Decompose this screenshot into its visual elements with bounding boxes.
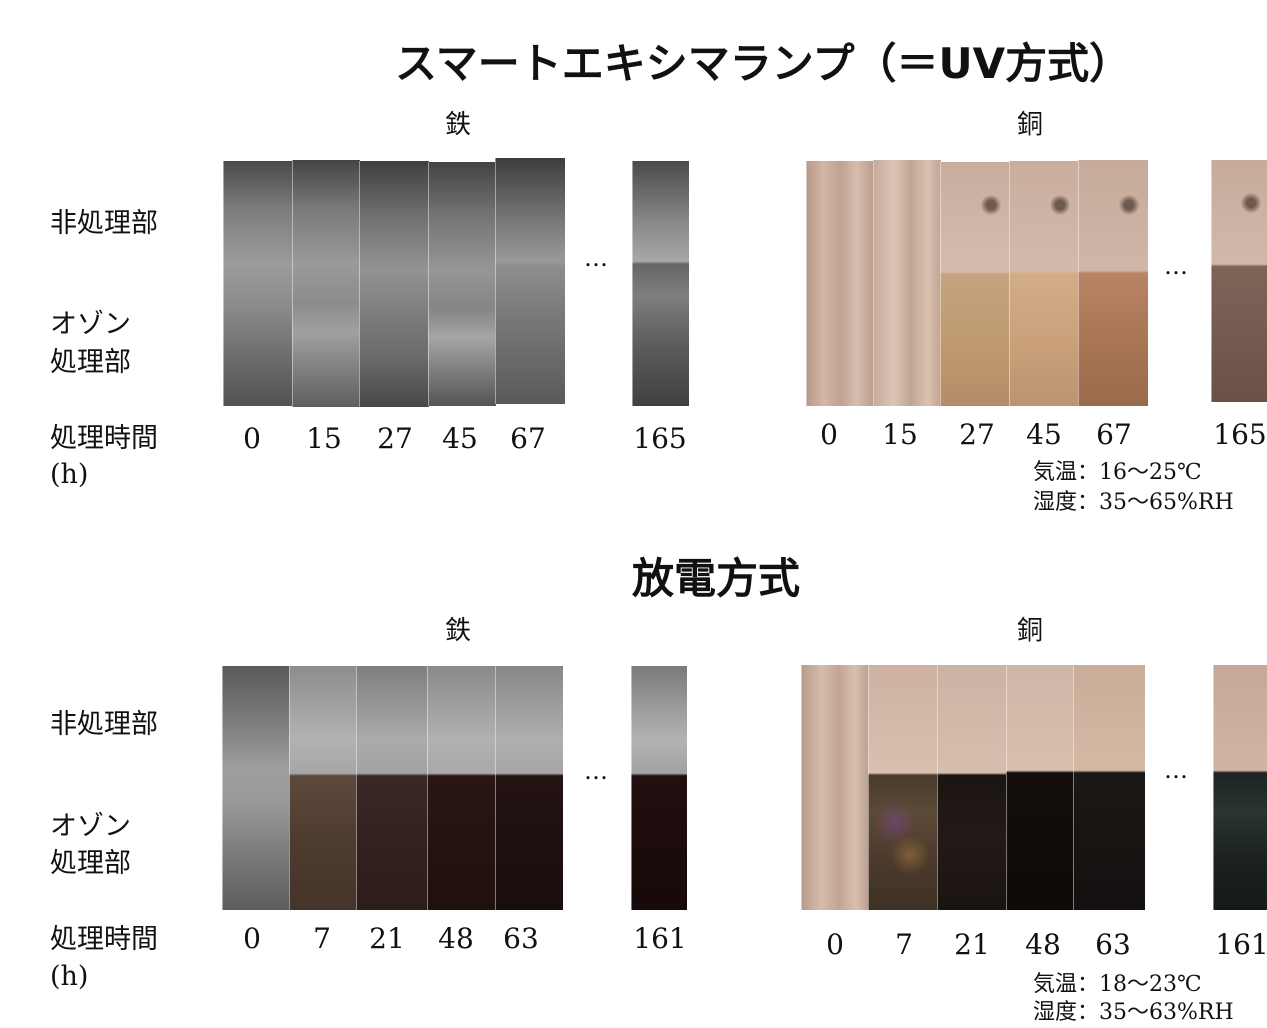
discharge-iron-strip-21h xyxy=(356,666,428,910)
uv-iron-strip-45h xyxy=(428,162,496,406)
discharge-copper-strip-0h xyxy=(801,665,869,910)
uv-copper-time-3: 45 xyxy=(1026,418,1062,451)
discharge-iron-time-1: 7 xyxy=(313,922,331,955)
discharge-iron-strip-0h xyxy=(222,666,290,910)
discharge-iron-time-3: 48 xyxy=(438,922,474,955)
discharge-copper-strip-48h xyxy=(1006,665,1074,910)
discharge-iron-time-5: 161 xyxy=(633,922,687,955)
uv-iron-time-5: 165 xyxy=(633,422,687,455)
uv-copper-strip-67h xyxy=(1078,160,1148,406)
discharge-copper-strip-63h xyxy=(1073,665,1145,910)
discharge-row-untreated-label: 非処理部 xyxy=(50,709,158,740)
discharge-row-ozone-label-line1: オゾン xyxy=(50,811,131,842)
discharge-iron-strip-63h xyxy=(495,666,563,910)
uv-iron-strip-15h xyxy=(292,160,360,407)
uv-section-title: スマートエキシマランプ（＝UV方式） xyxy=(395,39,1132,88)
discharge-iron-time-0: 0 xyxy=(243,922,261,955)
discharge-copper-time-0: 0 xyxy=(826,928,844,961)
discharge-copper-tint xyxy=(890,835,930,875)
discharge-iron-strip-48h xyxy=(427,666,496,910)
uv-row-ozone-label-line1: オゾン xyxy=(50,309,131,340)
discharge-humidity-note: 湿度：35～63%RH xyxy=(1033,1000,1234,1025)
uv-iron-strip-67h xyxy=(495,158,565,404)
uv-iron-time-3: 45 xyxy=(442,422,478,455)
discharge-time-label-line1: 処理時間 xyxy=(50,924,158,955)
discharge-iron-time-2: 21 xyxy=(369,922,405,955)
uv-iron-strip-27h xyxy=(359,161,429,407)
discharge-iron-ellipsis: … xyxy=(584,757,609,785)
discharge-iron-strip-7h xyxy=(289,666,357,910)
discharge-copper-time-4: 63 xyxy=(1095,928,1131,961)
uv-temperature-note: 気温：16～25℃ xyxy=(1033,460,1202,485)
discharge-iron-strip-161h xyxy=(631,666,687,910)
uv-copper-time-2: 27 xyxy=(959,418,995,451)
discharge-copper-time-5: 161 xyxy=(1215,928,1267,961)
uv-copper-mark xyxy=(1118,195,1140,215)
uv-iron-heading: 鉄 xyxy=(444,110,472,140)
uv-copper-time-5: 165 xyxy=(1213,418,1267,451)
discharge-copper-ellipsis: … xyxy=(1164,756,1189,784)
discharge-copper-time-3: 48 xyxy=(1025,928,1061,961)
uv-iron-ellipsis: … xyxy=(584,244,609,272)
discharge-iron-time-4: 63 xyxy=(503,922,539,955)
uv-time-label-line2: (h) xyxy=(50,459,89,490)
uv-copper-strip-0h xyxy=(806,161,874,406)
uv-iron-time-2: 27 xyxy=(377,422,413,455)
discharge-temperature-note: 気温：18～23℃ xyxy=(1033,972,1202,997)
discharge-copper-strip-21h xyxy=(937,665,1007,910)
discharge-copper-heading: 銅 xyxy=(1016,616,1044,646)
uv-copper-ellipsis: … xyxy=(1164,252,1189,280)
discharge-copper-time-1: 7 xyxy=(895,928,913,961)
uv-copper-time-0: 0 xyxy=(820,418,838,451)
uv-iron-time-1: 15 xyxy=(306,422,342,455)
discharge-copper-time-2: 21 xyxy=(954,928,990,961)
discharge-section-title: 放電方式 xyxy=(632,554,801,603)
uv-copper-mark xyxy=(980,195,1002,215)
uv-humidity-note: 湿度：35～65%RH xyxy=(1033,490,1234,515)
uv-copper-time-4: 67 xyxy=(1096,418,1132,451)
discharge-row-ozone-label-line2: 処理部 xyxy=(50,848,131,879)
discharge-iron-heading: 鉄 xyxy=(444,616,472,646)
uv-copper-mark xyxy=(1049,195,1071,215)
uv-copper-strip-15h xyxy=(873,160,941,406)
uv-copper-heading: 銅 xyxy=(1016,110,1044,140)
uv-iron-strip-165h xyxy=(632,161,689,406)
uv-copper-time-1: 15 xyxy=(882,418,918,451)
uv-iron-time-0: 0 xyxy=(243,422,261,455)
uv-iron-time-4: 67 xyxy=(510,422,546,455)
uv-row-untreated-label: 非処理部 xyxy=(50,208,158,239)
uv-iron-strip-0h xyxy=(223,161,293,406)
uv-copper-mark xyxy=(1240,193,1262,213)
discharge-time-label-line2: (h) xyxy=(50,961,89,992)
uv-time-label-line1: 処理時間 xyxy=(50,423,158,454)
uv-row-ozone-label-line2: 処理部 xyxy=(50,347,131,378)
discharge-copper-strip-161h xyxy=(1213,665,1267,910)
